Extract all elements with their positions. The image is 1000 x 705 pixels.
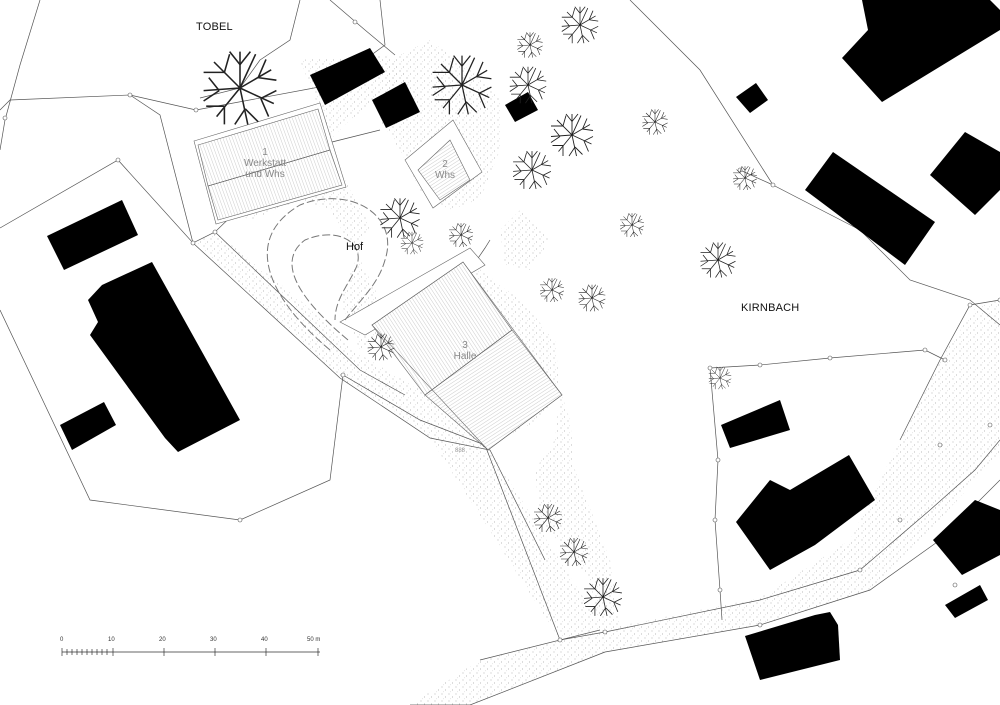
boundary-markers	[2, 19, 1000, 643]
scale-tick-50: 50 m	[307, 637, 320, 643]
elevation-label: 888	[455, 448, 466, 454]
building-1-werkstatt	[193, 102, 347, 225]
building-1-name-line1: Werkstatt	[243, 158, 287, 169]
place-label-tobel: TOBEL	[196, 21, 233, 33]
building-3-label: 3 Halle	[445, 340, 485, 362]
scale-tick-10: 10	[108, 637, 115, 643]
scale-unit: m	[315, 637, 321, 643]
scale-tick-20: 20	[159, 637, 166, 643]
place-label-hof: Hof	[346, 241, 364, 253]
scale-last-value: 50	[307, 637, 314, 643]
building-3-halle	[339, 247, 563, 451]
building-1-number: 1	[262, 147, 268, 158]
building-2-name: Whs	[435, 170, 455, 181]
neighbour-buildings	[47, 0, 1000, 680]
building-1-name-line2: und Whs	[245, 169, 285, 180]
building-3-number: 3	[462, 340, 468, 351]
scale-tick-0: 0	[60, 637, 64, 643]
place-label-kirnbach: KIRNBACH	[741, 302, 800, 314]
building-2-whs	[404, 119, 483, 209]
building-2-label: 2 Whs	[430, 159, 460, 181]
building-2-number: 2	[442, 159, 448, 170]
scale-tick-40: 40	[261, 637, 268, 643]
scale-tick-30: 30	[210, 637, 217, 643]
building-3-name: Halle	[453, 351, 477, 362]
scale-bar	[61, 648, 320, 656]
building-1-label: 1 Werkstatt und Whs	[240, 147, 290, 180]
turning-loop	[266, 198, 389, 351]
